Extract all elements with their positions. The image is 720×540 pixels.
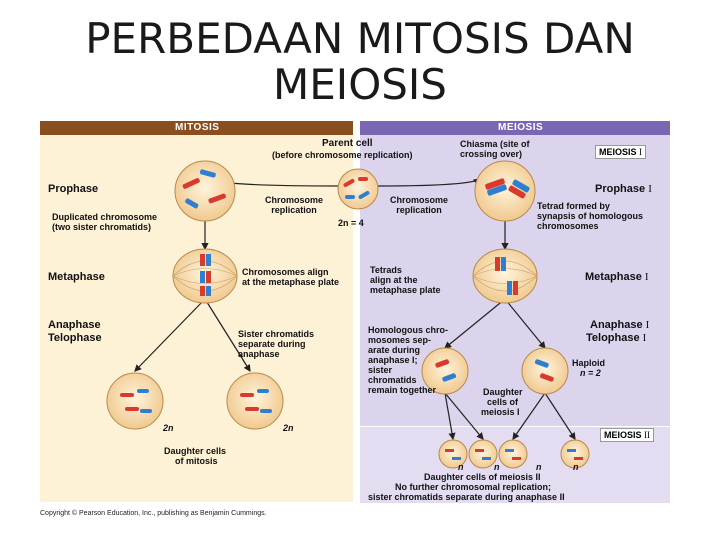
mitosis-meiosis-diagram: MITOSIS MEIOSIS xyxy=(40,121,670,502)
meiosis-prophase-text: Prophase xyxy=(595,183,645,195)
meiosis-anaphase-label: Anaphase I xyxy=(590,319,649,331)
chromosome-replication-left: Chromosome replication xyxy=(262,195,326,215)
daughter-mitosis-1: Daughter cells xyxy=(164,446,226,456)
mitosis-telophase-label: Telophase xyxy=(48,332,102,344)
two-n-right: 2n xyxy=(283,423,294,433)
meiosis-telophase-text: Telophase xyxy=(586,332,640,344)
two-n-equals-four: 2n = 4 xyxy=(338,218,364,228)
n-equals-2-label: n = 2 xyxy=(580,368,601,378)
meiosis-anaphase-roman: I xyxy=(646,319,650,331)
tetrad-label-2: synapsis of homologous xyxy=(537,211,643,221)
meiosis-metaphase-label: Metaphase I xyxy=(585,271,649,283)
mitosis-daughter-cells xyxy=(107,373,283,429)
homologous-2: mosomes sep- xyxy=(368,335,431,345)
n-label-4: n xyxy=(573,462,579,472)
mitosis-prophase-cell xyxy=(175,161,235,221)
homologous-5: sister xyxy=(368,365,392,375)
meiosis-ii-box-roman: II xyxy=(644,430,650,440)
homologous-3: arate during xyxy=(368,345,420,355)
chiasma-label-1: Chiasma (site of xyxy=(460,139,530,149)
tetrads-align-2: align at the xyxy=(370,275,418,285)
daughter-meiosis2-2: No further chromosomal replication; xyxy=(395,482,551,492)
sister-sep-1: Sister chromatids xyxy=(238,329,314,339)
homologous-6: chromatids xyxy=(368,375,417,385)
daughter-mitosis-2: of mitosis xyxy=(175,456,218,466)
chromosome-replication-right: Chromosome replication xyxy=(387,195,451,215)
n-label-1: n xyxy=(458,462,464,472)
meiosis-i-box-roman: I xyxy=(639,147,642,157)
haploid-label: Haploid xyxy=(572,358,605,368)
n-label-3: n xyxy=(536,462,542,472)
meiosis-i-box-label: MEIOSIS xyxy=(599,147,637,157)
meiosis-metaphase-roman: I xyxy=(645,271,649,283)
diagram-artwork xyxy=(40,121,670,502)
meiosis-i-box: MEIOSIS I xyxy=(595,145,646,159)
slide-title: PERBEDAAN MITOSIS DAN MEIOSIS xyxy=(40,16,680,108)
duplicated-chromosome-1: Duplicated chromosome xyxy=(52,212,157,222)
meiosis-ii-box-label: MEIOSIS xyxy=(604,430,642,440)
meiosis-anaphase-text: Anaphase xyxy=(590,319,643,331)
tetrad-label-3: chromosomes xyxy=(537,221,599,231)
parent-cell-sublabel: (before chromosome replication) xyxy=(272,150,413,160)
tetrad-label-1: Tetrad formed by xyxy=(537,201,610,211)
meiosis-prophase-roman: I xyxy=(648,183,652,195)
n-label-2: n xyxy=(494,462,500,472)
daughter-meiosis-2: cells of xyxy=(487,397,518,407)
two-n-left: 2n xyxy=(163,423,174,433)
meiosis-metaphase-text: Metaphase xyxy=(585,271,642,283)
meiosis-prophase-label: Prophase I xyxy=(595,183,652,195)
mitosis-prophase-label: Prophase xyxy=(48,183,98,195)
sister-sep-3: anaphase xyxy=(238,349,280,359)
meiosis-prophase-cell xyxy=(475,161,535,221)
tetrads-align-3: metaphase plate xyxy=(370,285,441,295)
mitosis-metaphase-label: Metaphase xyxy=(48,271,105,283)
chrom-align-2: at the metaphase plate xyxy=(242,277,339,287)
daughter-meiosis-1: Daughter xyxy=(483,387,523,397)
homologous-4: anaphase I; xyxy=(368,355,418,365)
parent-cell xyxy=(338,169,378,209)
homologous-7: remain together xyxy=(368,385,436,395)
duplicated-chromosome-2: (two sister chromatids) xyxy=(52,222,151,232)
chrom-align-1: Chromosomes align xyxy=(242,267,329,277)
parent-cell-label: Parent cell xyxy=(322,139,373,149)
homologous-1: Homologous chro- xyxy=(368,325,448,335)
meiosis-telophase-label: Telophase I xyxy=(586,332,646,344)
tetrads-align-1: Tetrads xyxy=(370,265,402,275)
mitosis-metaphase-cell xyxy=(173,249,237,303)
mitosis-anaphase-label: Anaphase xyxy=(48,319,101,331)
meiosis-telophase-roman: I xyxy=(643,332,647,344)
chiasma-label-2: crossing over) xyxy=(460,149,522,159)
sister-sep-2: separate during xyxy=(238,339,306,349)
daughter-meiosis2-1: Daughter cells of meiosis II xyxy=(424,472,541,482)
daughter-meiosis2-3: sister chromatids separate during anapha… xyxy=(368,492,565,502)
daughter-meiosis-3: meiosis I xyxy=(481,407,520,417)
copyright-notice: Copyright © Pearson Education, Inc., pub… xyxy=(40,510,267,517)
meiosis-ii-box: MEIOSIS II xyxy=(600,428,654,442)
meiosis-metaphase-cell xyxy=(473,249,537,303)
